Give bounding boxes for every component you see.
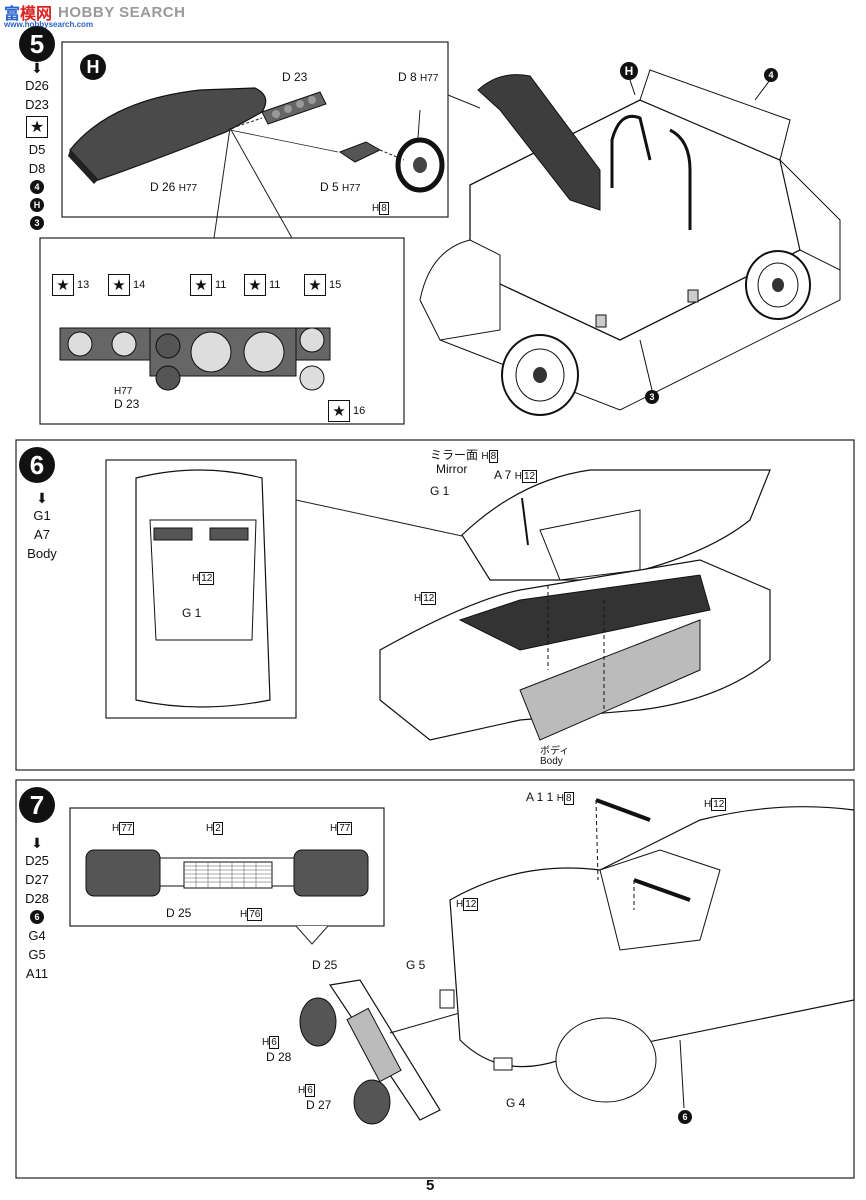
decal-star-icon: ★ [26,116,48,138]
seq-item: D28 [25,891,49,906]
page-number: 5 [426,1177,435,1194]
decal-15: ★15 [304,274,341,296]
decal-13: ★13 [52,274,89,296]
seq-item: D27 [25,872,49,887]
seq-item: G5 [28,947,46,962]
seq-item: Body [27,546,57,561]
headlight-d27 [353,1079,391,1125]
label-g4: G 4 [506,1096,526,1110]
seq-callout: 6 [30,910,44,924]
arrow-down-icon: ⬇ [36,490,48,506]
label-g5: G 5 [406,958,426,972]
step6-panel-border [15,439,855,771]
seq-callout: H [30,198,44,212]
dashboard-part [69,87,267,181]
label-d25-inset: D 25 [166,906,192,920]
seq-item: A11 [25,966,49,981]
seq-callout: 4 [30,180,44,194]
step5-number: 5 [19,26,55,62]
callout-3: 3 [645,390,659,404]
left-headlight-panel [85,849,161,897]
step7-number: 7 [19,787,55,823]
gauge-15 [299,327,325,353]
seq-item: D25 [25,853,49,868]
gauge-14 [111,331,137,357]
step6-sequence: ⬇ G1 A7 Body [22,490,62,563]
label-body-en: Body [540,756,563,767]
watermark-glyph: 富 [4,6,21,23]
decal-11b: ★11 [244,274,280,296]
label-g1-inset: G 1 [182,606,202,620]
seq-item: D8 [28,161,46,176]
watermark: 富 模网 HOBBY SEARCH www.hobbysearch.com [0,0,186,30]
seq-item: G1 [33,508,51,523]
step5-sequence: ⬇ D26 D23 ★ D5 D8 4 H 3 [22,60,52,232]
gauge-16 [299,365,325,391]
watermark-url: www.hobbysearch.com [4,20,94,29]
label-mirror-en: Mirror [436,462,468,476]
arrow-down-icon: ⬇ [31,835,43,851]
seq-item: D5 [28,142,46,157]
star-icon: ★ [304,274,326,296]
detail-marker-h: H [80,54,106,80]
gauge-13 [67,331,93,357]
star-icon: ★ [244,274,266,296]
step7-sequence: ⬇ D25 D27 D28 6 G4 G5 A11 [22,835,52,983]
callout-6: 6 [678,1110,692,1124]
callout-h: H [620,62,638,80]
seq-item: D26 [25,78,49,93]
decal-16: ★16 [328,400,365,422]
watermark-glyph-2: 模网 [20,6,53,23]
label-d25: D 25 [312,958,338,972]
label-d23: D 23 [282,70,308,84]
label-d28: D 28 [266,1050,292,1064]
gauge-11b [243,331,285,373]
star-icon: ★ [190,274,212,296]
decal-14: ★14 [108,274,145,296]
callout-4: 4 [764,68,778,82]
decal-11a: ★11 [190,274,226,296]
label-body-jp: ボディ [540,746,570,757]
label-g1: G 1 [430,484,450,498]
steering-wheel-part [395,137,445,193]
star-icon: ★ [52,274,74,296]
seq-item: D23 [25,97,49,112]
seq-item: A7 [34,527,50,542]
installed-dashboard [477,74,601,211]
label-d5: D 5 H77 [320,180,361,194]
label-d26: D 26 H77 [150,180,198,194]
star-icon: ★ [328,400,350,422]
right-headlight-panel [293,849,369,897]
arrow-down-icon: ⬇ [31,60,43,76]
headlight-d28 [299,997,337,1047]
seq-callout: 3 [30,216,44,230]
seq-item: G4 [28,928,46,943]
gauge-11a [190,331,232,373]
step6-number: 6 [19,447,55,483]
label-d8: D 8 H77 [398,70,439,84]
star-icon: ★ [108,274,130,296]
watermark-brand: HOBBY SEARCH [58,3,186,21]
grille-mesh [183,861,273,889]
label-d27: D 27 [306,1098,332,1112]
